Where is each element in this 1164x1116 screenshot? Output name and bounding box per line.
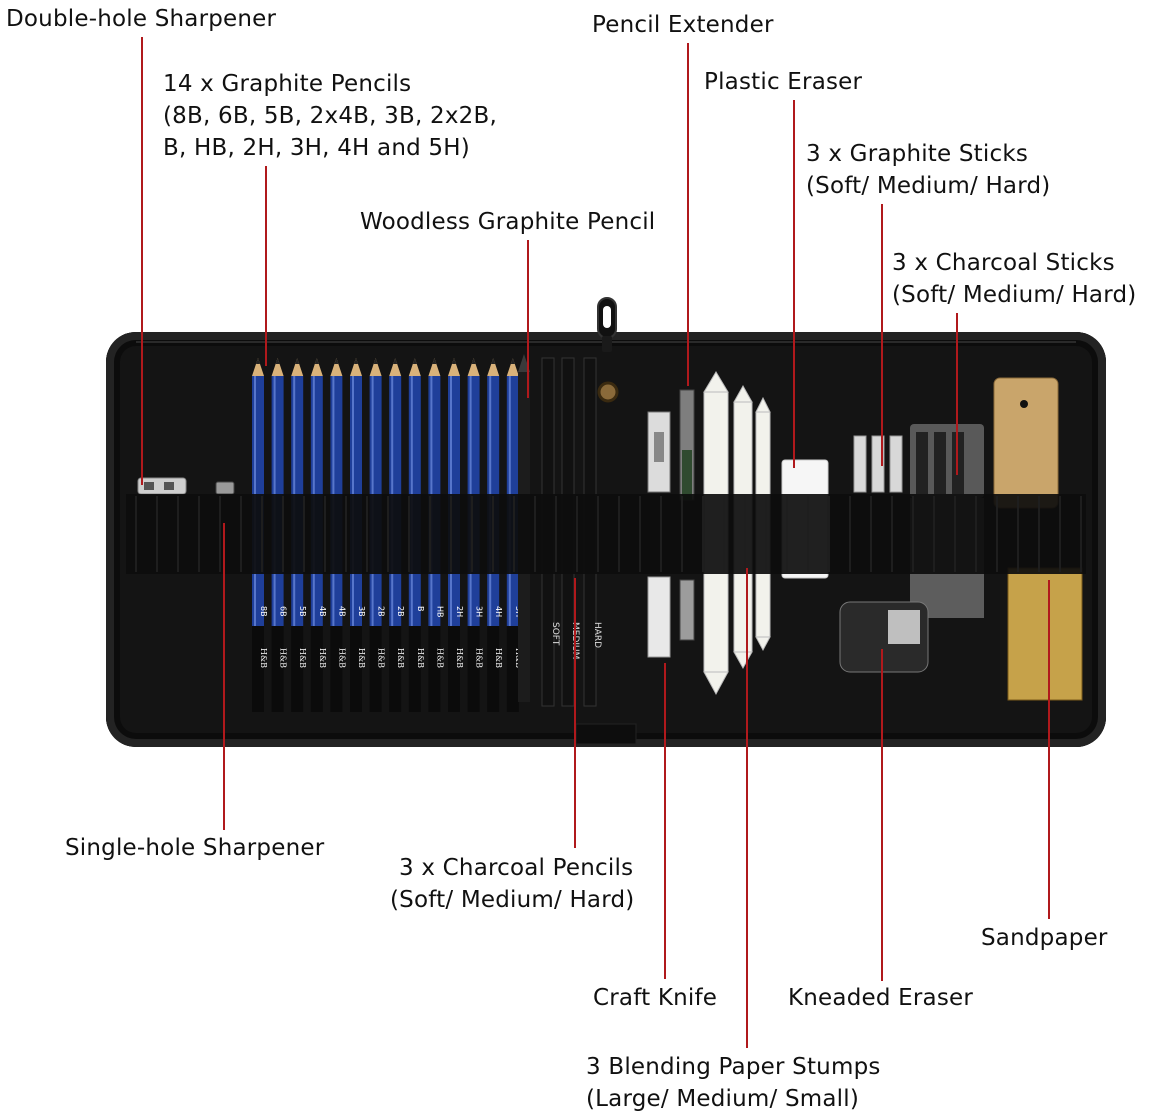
label-charcoal-pencils-sub: (Soft/ Medium/ Hard) bbox=[390, 887, 635, 913]
pencil-brand-label: H&B bbox=[279, 648, 288, 668]
graphite-sticks-group bbox=[853, 435, 903, 493]
label-woodless-graphite-pencil: Woodless Graphite Pencil bbox=[360, 209, 656, 235]
graphite-pencil-grade-label: 2B bbox=[396, 606, 405, 617]
graphite-pencil-grade-label: 5B bbox=[298, 606, 307, 617]
pencil-brand-label: H&B bbox=[259, 648, 268, 668]
leader-kneaded-eraser bbox=[881, 649, 883, 981]
graphite-pencil-grade-label: 4B bbox=[318, 606, 327, 617]
graphite-pencil-grade-label: 2B bbox=[377, 606, 386, 617]
pencil-brand-label: H&B bbox=[357, 648, 366, 668]
graphite-pencil-grade-label: HB bbox=[435, 606, 444, 618]
leader-craft-knife bbox=[664, 663, 666, 979]
leader-pencil-extender bbox=[687, 43, 689, 386]
pencil-brand-label: H&B bbox=[435, 648, 444, 668]
leader-single-hole-sharpener bbox=[223, 523, 225, 830]
pencil-brand-label: H&B bbox=[298, 648, 307, 668]
label-blending-stumps-sub: (Large/ Medium/ Small) bbox=[586, 1086, 860, 1112]
label-charcoal-pencils-title: 3 x Charcoal Pencils bbox=[399, 855, 634, 881]
snap-button bbox=[597, 381, 619, 403]
label-charcoal-sticks-sub: (Soft/ Medium/ Hard) bbox=[892, 282, 1137, 308]
bottom-strap bbox=[575, 723, 637, 745]
label-single-hole-sharpener: Single-hole Sharpener bbox=[65, 835, 325, 861]
leader-plastic-eraser bbox=[793, 100, 795, 468]
graphite-pencil-grade-label: 3B bbox=[357, 606, 366, 617]
pencil-case: 8B H&B 6B H&B 5B H&B 4B H&B 4B H&B 3B H&B 2B H&B 2B H&B… bbox=[106, 332, 1106, 747]
pencil-brand-label: H&B bbox=[337, 648, 346, 668]
graphite-pencil-grade-label: 4H bbox=[494, 606, 503, 617]
label-craft-knife: Craft Knife bbox=[593, 985, 718, 1011]
graphite-pencil-grade-label: B bbox=[416, 606, 425, 612]
pencil-brand-label: H&B bbox=[416, 648, 425, 668]
charcoal-grade-soft: SOFT bbox=[550, 622, 560, 646]
label-graphite-sticks-sub: (Soft/ Medium/ Hard) bbox=[806, 173, 1051, 199]
zipper-pull bbox=[597, 297, 617, 352]
leader-graphite-sticks bbox=[881, 204, 883, 466]
label-sandpaper: Sandpaper bbox=[981, 925, 1108, 951]
band-dividers bbox=[135, 496, 1082, 572]
label-blending-stumps-title: 3 Blending Paper Stumps bbox=[586, 1054, 881, 1080]
elastic-band bbox=[126, 494, 1086, 574]
pencil-brand-label: H&B bbox=[396, 648, 405, 668]
label-pencil-extender: Pencil Extender bbox=[592, 12, 774, 38]
graphite-pencil-grade-label: 2H bbox=[455, 606, 464, 617]
label-graphite-sticks-title: 3 x Graphite Sticks bbox=[806, 141, 1029, 167]
leader-double-hole-sharpener bbox=[141, 37, 143, 485]
leader-woodless-graphite-pencil bbox=[527, 240, 529, 398]
pencil-brand-label: H&B bbox=[455, 648, 464, 668]
leader-charcoal-pencils bbox=[574, 578, 576, 848]
case-contents: 8B H&B 6B H&B 5B H&B 4B H&B 4B H&B 3B H&B 2B H&B 2B H&B… bbox=[126, 341, 1086, 745]
pencil-brand-label: H&B bbox=[475, 648, 484, 668]
leader-graphite-pencils bbox=[265, 166, 267, 366]
sandpaper-pad bbox=[993, 377, 1083, 701]
single-hole-sharpener bbox=[215, 481, 235, 495]
graphite-pencil-grade-label: 3H bbox=[475, 606, 484, 617]
leader-blending-stumps bbox=[746, 568, 748, 1048]
leader-charcoal-sticks bbox=[956, 313, 958, 475]
graphite-pencil-grade-label: 4B bbox=[337, 606, 346, 617]
label-graphite-pencils-grades-line1: (8B, 6B, 5B, 2x4B, 3B, 2x2B, bbox=[163, 103, 497, 129]
leader-sandpaper bbox=[1048, 580, 1050, 919]
pencil-extender bbox=[679, 389, 695, 641]
label-graphite-pencils-grades-line2: B, HB, 2H, 3H, 4H and 5H) bbox=[163, 135, 470, 161]
graphite-pencil-grade-label: 8B bbox=[259, 606, 268, 617]
craft-knife bbox=[647, 411, 671, 658]
label-kneaded-eraser: Kneaded Eraser bbox=[788, 985, 974, 1011]
label-graphite-pencils-title: 14 x Graphite Pencils bbox=[163, 71, 412, 97]
graphite-pencil-grade-label: 6B bbox=[279, 606, 288, 617]
label-double-hole-sharpener: Double-hole Sharpener bbox=[6, 6, 277, 32]
label-plastic-eraser: Plastic Eraser bbox=[704, 69, 863, 95]
label-charcoal-sticks-title: 3 x Charcoal Sticks bbox=[892, 250, 1115, 276]
pencil-brand-label: H&B bbox=[494, 648, 503, 668]
pencil-brand-label: H&B bbox=[318, 648, 327, 668]
pencil-brand-label: H&B bbox=[377, 648, 386, 668]
charcoal-grade-hard: HARD bbox=[592, 622, 602, 648]
